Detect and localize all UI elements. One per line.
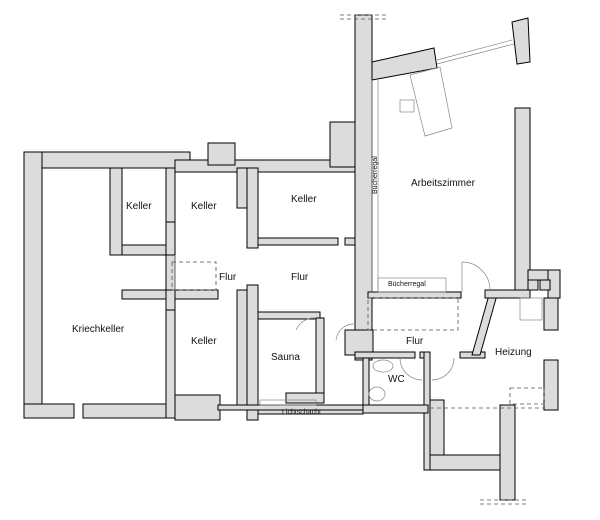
annotation-lichtschacht: Lichtschacht bbox=[282, 409, 321, 416]
room-label-flur: Flur bbox=[291, 272, 309, 283]
room-label-keller: Keller bbox=[126, 201, 152, 212]
room-label-flur: Flur bbox=[219, 272, 237, 283]
walls bbox=[23, 14, 561, 501]
room-label-keller: Keller bbox=[291, 194, 317, 205]
room-label-flur: Flur bbox=[406, 336, 424, 347]
room-label-kriechkeller: Kriechkeller bbox=[72, 324, 125, 335]
room-label-arbeitszimmer: Arbeitszimmer bbox=[411, 178, 475, 189]
room-label-keller: Keller bbox=[191, 201, 217, 212]
room-label-heizung: Heizung bbox=[495, 347, 532, 358]
annotation-buecherregal: Bücherregal bbox=[372, 156, 379, 194]
room-label-sauna: Sauna bbox=[271, 352, 300, 363]
section-marks bbox=[340, 14, 528, 505]
room-label-keller: Keller bbox=[191, 336, 217, 347]
annotation-buecherregal: Bücherregal bbox=[388, 281, 426, 288]
room-label-wc: WC bbox=[388, 374, 405, 385]
fixtures bbox=[171, 39, 545, 409]
